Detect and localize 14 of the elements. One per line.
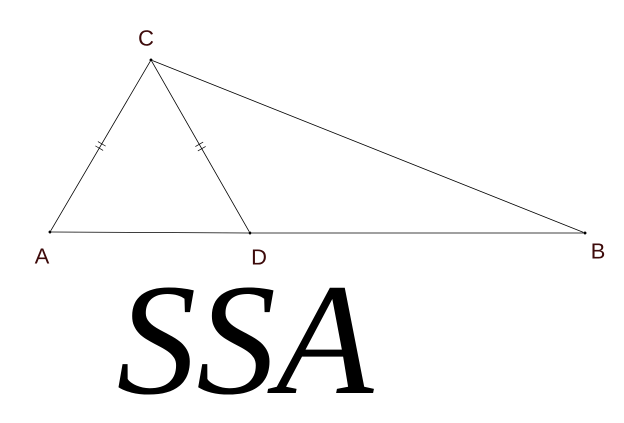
line-segment [151,61,250,232]
point-label: B [592,243,604,259]
point [48,230,52,234]
point [248,232,252,234]
line-segment [152,60,584,233]
point [584,232,586,234]
point-label: A [34,248,50,264]
line-segment [50,61,151,231]
line-segment [51,232,249,234]
point-label: C [139,30,154,46]
line-segment [251,232,584,234]
title-text: SSA [118,287,374,395]
point [150,58,152,62]
point-label: D [252,249,266,265]
